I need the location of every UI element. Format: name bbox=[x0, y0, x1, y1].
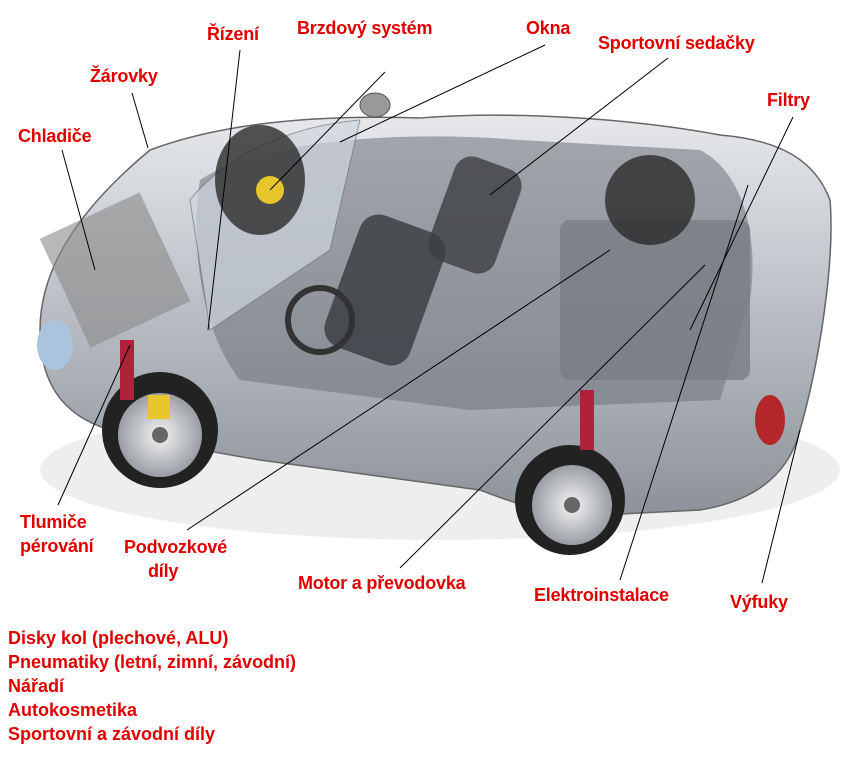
spring-rear bbox=[580, 390, 594, 450]
seat-rear bbox=[428, 156, 522, 274]
label-filters: Filtry bbox=[767, 90, 810, 110]
label-engine: Motor a převodovka bbox=[298, 573, 466, 593]
taillight bbox=[755, 395, 785, 445]
label-chassis-line1: Podvozkové bbox=[124, 537, 228, 557]
wheel-rear-left bbox=[515, 445, 625, 555]
label-shocks-line1: Tlumiče bbox=[20, 512, 87, 532]
label-chassis-line2: díly bbox=[148, 561, 179, 581]
category-item: Disky kol (plechové, ALU) bbox=[8, 628, 229, 648]
seat-front bbox=[324, 214, 446, 366]
label-chassis: Podvozkové díly bbox=[124, 535, 227, 583]
label-sport-seats: Sportovní sedačky bbox=[598, 33, 755, 53]
label-shocks-line2: pérování bbox=[20, 536, 94, 556]
headlight bbox=[37, 320, 73, 370]
category-list: Disky kol (plechové, ALU) Pneumatiky (le… bbox=[8, 626, 296, 746]
label-bulbs: Žárovky bbox=[90, 66, 158, 86]
category-item: Nářadí bbox=[8, 676, 65, 696]
label-exhausts: Výfuky bbox=[730, 592, 788, 612]
wheel-front-right bbox=[215, 125, 305, 235]
label-shocks: Tlumiče pérování bbox=[20, 510, 94, 558]
wheel-rear-right bbox=[605, 155, 695, 245]
steering-wheel bbox=[285, 285, 355, 355]
label-steering: Řízení bbox=[207, 24, 259, 44]
category-item: Sportovní a závodní díly bbox=[8, 724, 216, 744]
label-electrical: Elektroinstalace bbox=[534, 585, 669, 605]
label-radiators: Chladiče bbox=[18, 126, 92, 146]
label-brakes: Brzdový systém bbox=[297, 18, 433, 38]
spring-front bbox=[120, 340, 134, 400]
mirror bbox=[359, 92, 391, 118]
category-item: Pneumatiky (letní, zimní, závodní) bbox=[8, 652, 297, 672]
leader-lines bbox=[57, 44, 801, 584]
label-windows: Okna bbox=[526, 18, 571, 38]
engine bbox=[560, 220, 750, 380]
category-item: Autokosmetika bbox=[8, 700, 138, 720]
wheel-front-left bbox=[102, 372, 218, 488]
brake-caliper bbox=[148, 395, 170, 419]
radiator bbox=[39, 192, 191, 348]
